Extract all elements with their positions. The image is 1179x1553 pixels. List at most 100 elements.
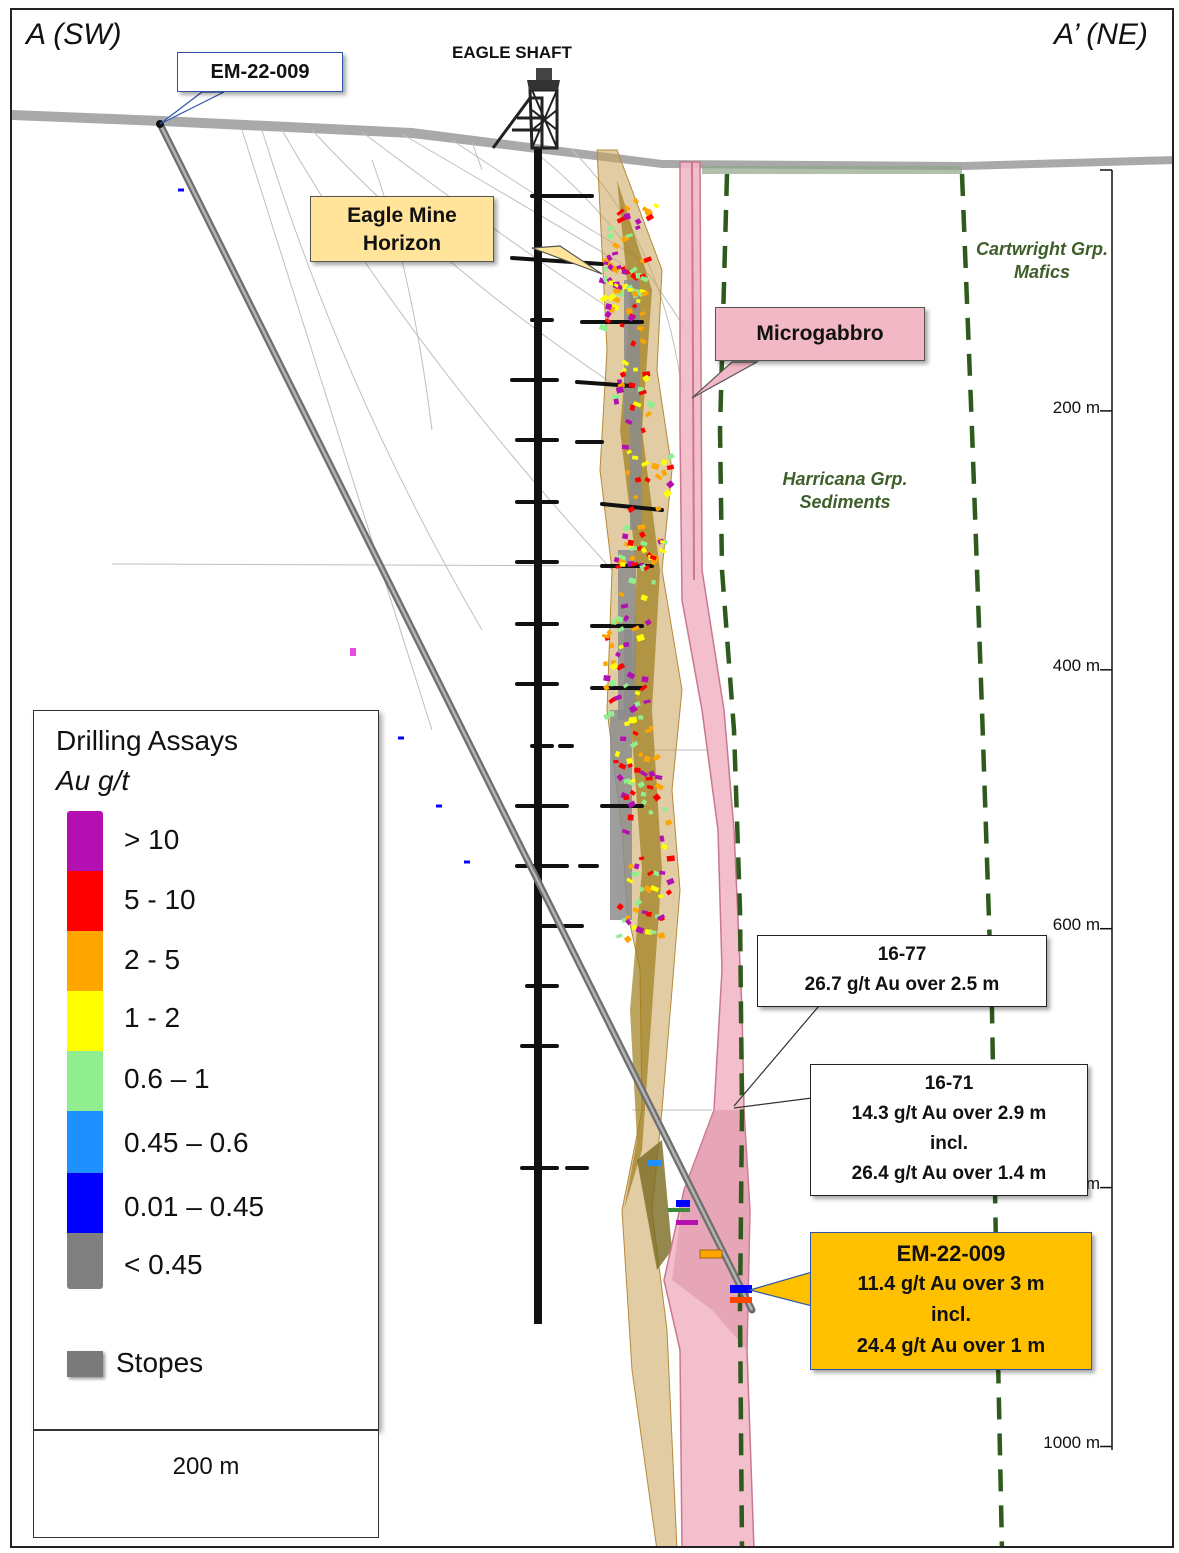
assay-interval [622,641,630,648]
assay-interval [623,524,631,531]
assay-interval [620,603,629,609]
legend-swatch-5-10 [67,871,103,931]
assay-interval [625,757,633,765]
assay-interval [615,564,622,569]
assay-interval [631,871,639,877]
callout-16-71-line-1: 14.3 g/t Au over 2.9 m [851,1103,1047,1124]
legend-swatch-gt10 [67,811,103,871]
assay-interval [629,266,638,275]
assay-interval [628,382,636,389]
assay-interval [658,547,667,554]
assay-interval [623,778,631,784]
assay-interval [634,225,641,230]
assay-interval [618,591,625,598]
assay-interval [658,894,664,899]
assay-interval [627,539,634,547]
assay-interval [641,799,648,806]
callout-em-22-009: EM-22-009 11.4 g/t Au over 3 m incl. 24.… [810,1232,1092,1370]
assay-interval [641,290,649,297]
legend-label-2-5: 2 - 5 [124,944,181,975]
callout-16-77: 16-77 26.7 g/t Au over 2.5 m [757,935,1047,1007]
assay-interval [624,418,633,425]
assay-interval [606,254,613,262]
depth-label-200: 200 m [1052,398,1100,417]
eagle-shaft [491,68,560,1324]
assay-interval [644,728,652,733]
assay-interval [662,489,673,499]
assay-interval [602,275,610,284]
assay-interval [629,716,638,723]
callout-leaders [159,91,825,1307]
assay-interval [634,767,641,773]
microgabbro-label: Microgabbro [715,307,925,361]
assay-interval [613,694,623,702]
assay-interval [637,781,645,789]
cartwright-line-2: Mafics [1013,262,1071,282]
legend-swatch-0.45-0.6 [67,1111,103,1173]
assay-interval [608,697,616,705]
assay-interval [627,778,636,785]
assay-interval [620,562,626,567]
assay-interval [613,282,619,288]
assay-interval [617,379,622,384]
assay-interval [657,932,666,940]
assay-interval [649,930,657,934]
assay-interval [640,594,648,602]
assay-interval [623,721,631,727]
eagle-mine-horizon-core [617,180,662,1210]
callout-16-77-hole: 16-77 [877,944,927,965]
assay-interval [622,682,629,689]
assay-interval [660,459,668,466]
legend-label-gt10: > 10 [124,824,180,855]
assay-interval [660,540,665,544]
assay-interval [624,469,631,476]
assay-interval [623,935,632,944]
assay-interval [639,311,646,317]
depth-label-1000: 1000 m [1043,1433,1100,1452]
callout-em-22-009-line-3: 24.4 g/t Au over 1 m [856,1335,1046,1357]
em-22-009-drillhole [156,120,756,1314]
assay-interval [634,700,641,708]
assay-interval [652,870,660,877]
legend-label-5-10: 5 - 10 [124,884,196,915]
legend-swatch-0.6-1 [67,1051,103,1111]
mine-levels [510,194,664,1170]
assay-interval [638,531,646,539]
assay-interval [611,619,617,625]
assay-interval [639,684,648,692]
assay-interval [621,268,629,276]
cross-section-diagram [12,68,1172,1546]
assay-interval [625,918,632,926]
assay-interval [639,338,647,345]
assay-interval [623,795,630,801]
assay-interval [615,933,623,939]
assay-interval [603,661,609,667]
assay-interval [633,494,639,500]
assay-interval [616,216,626,224]
assay-interval [659,870,666,875]
assay-interval [646,400,656,409]
assay-interval [639,886,645,892]
scale-bar-label: 200 m [172,1453,240,1480]
depth-label-600: 600 m [1052,915,1100,934]
assay-interval [666,480,675,489]
section-start-label: A (SW) [26,18,122,51]
scale-bar-box: 200 m [33,1430,379,1538]
assay-interval [603,713,610,720]
assay-interval [606,629,613,636]
assay-interval [611,251,619,256]
assay-interval [654,774,663,781]
assay-interval [652,793,662,802]
assay-interval [627,863,635,870]
assay-interval [639,769,649,778]
assay-intervals [598,197,675,944]
legend-swatch-2-5 [67,931,103,991]
assay-interval [615,386,625,394]
assay-interval [652,753,661,762]
eagle-mine-horizon-line-2: Horizon [362,232,442,255]
eagle-mine-horizon-label: Eagle Mine Horizon [310,196,494,262]
assay-interval [644,476,651,483]
assay-interval [613,288,621,294]
assay-interval [629,404,636,411]
assay-interval [641,910,648,915]
